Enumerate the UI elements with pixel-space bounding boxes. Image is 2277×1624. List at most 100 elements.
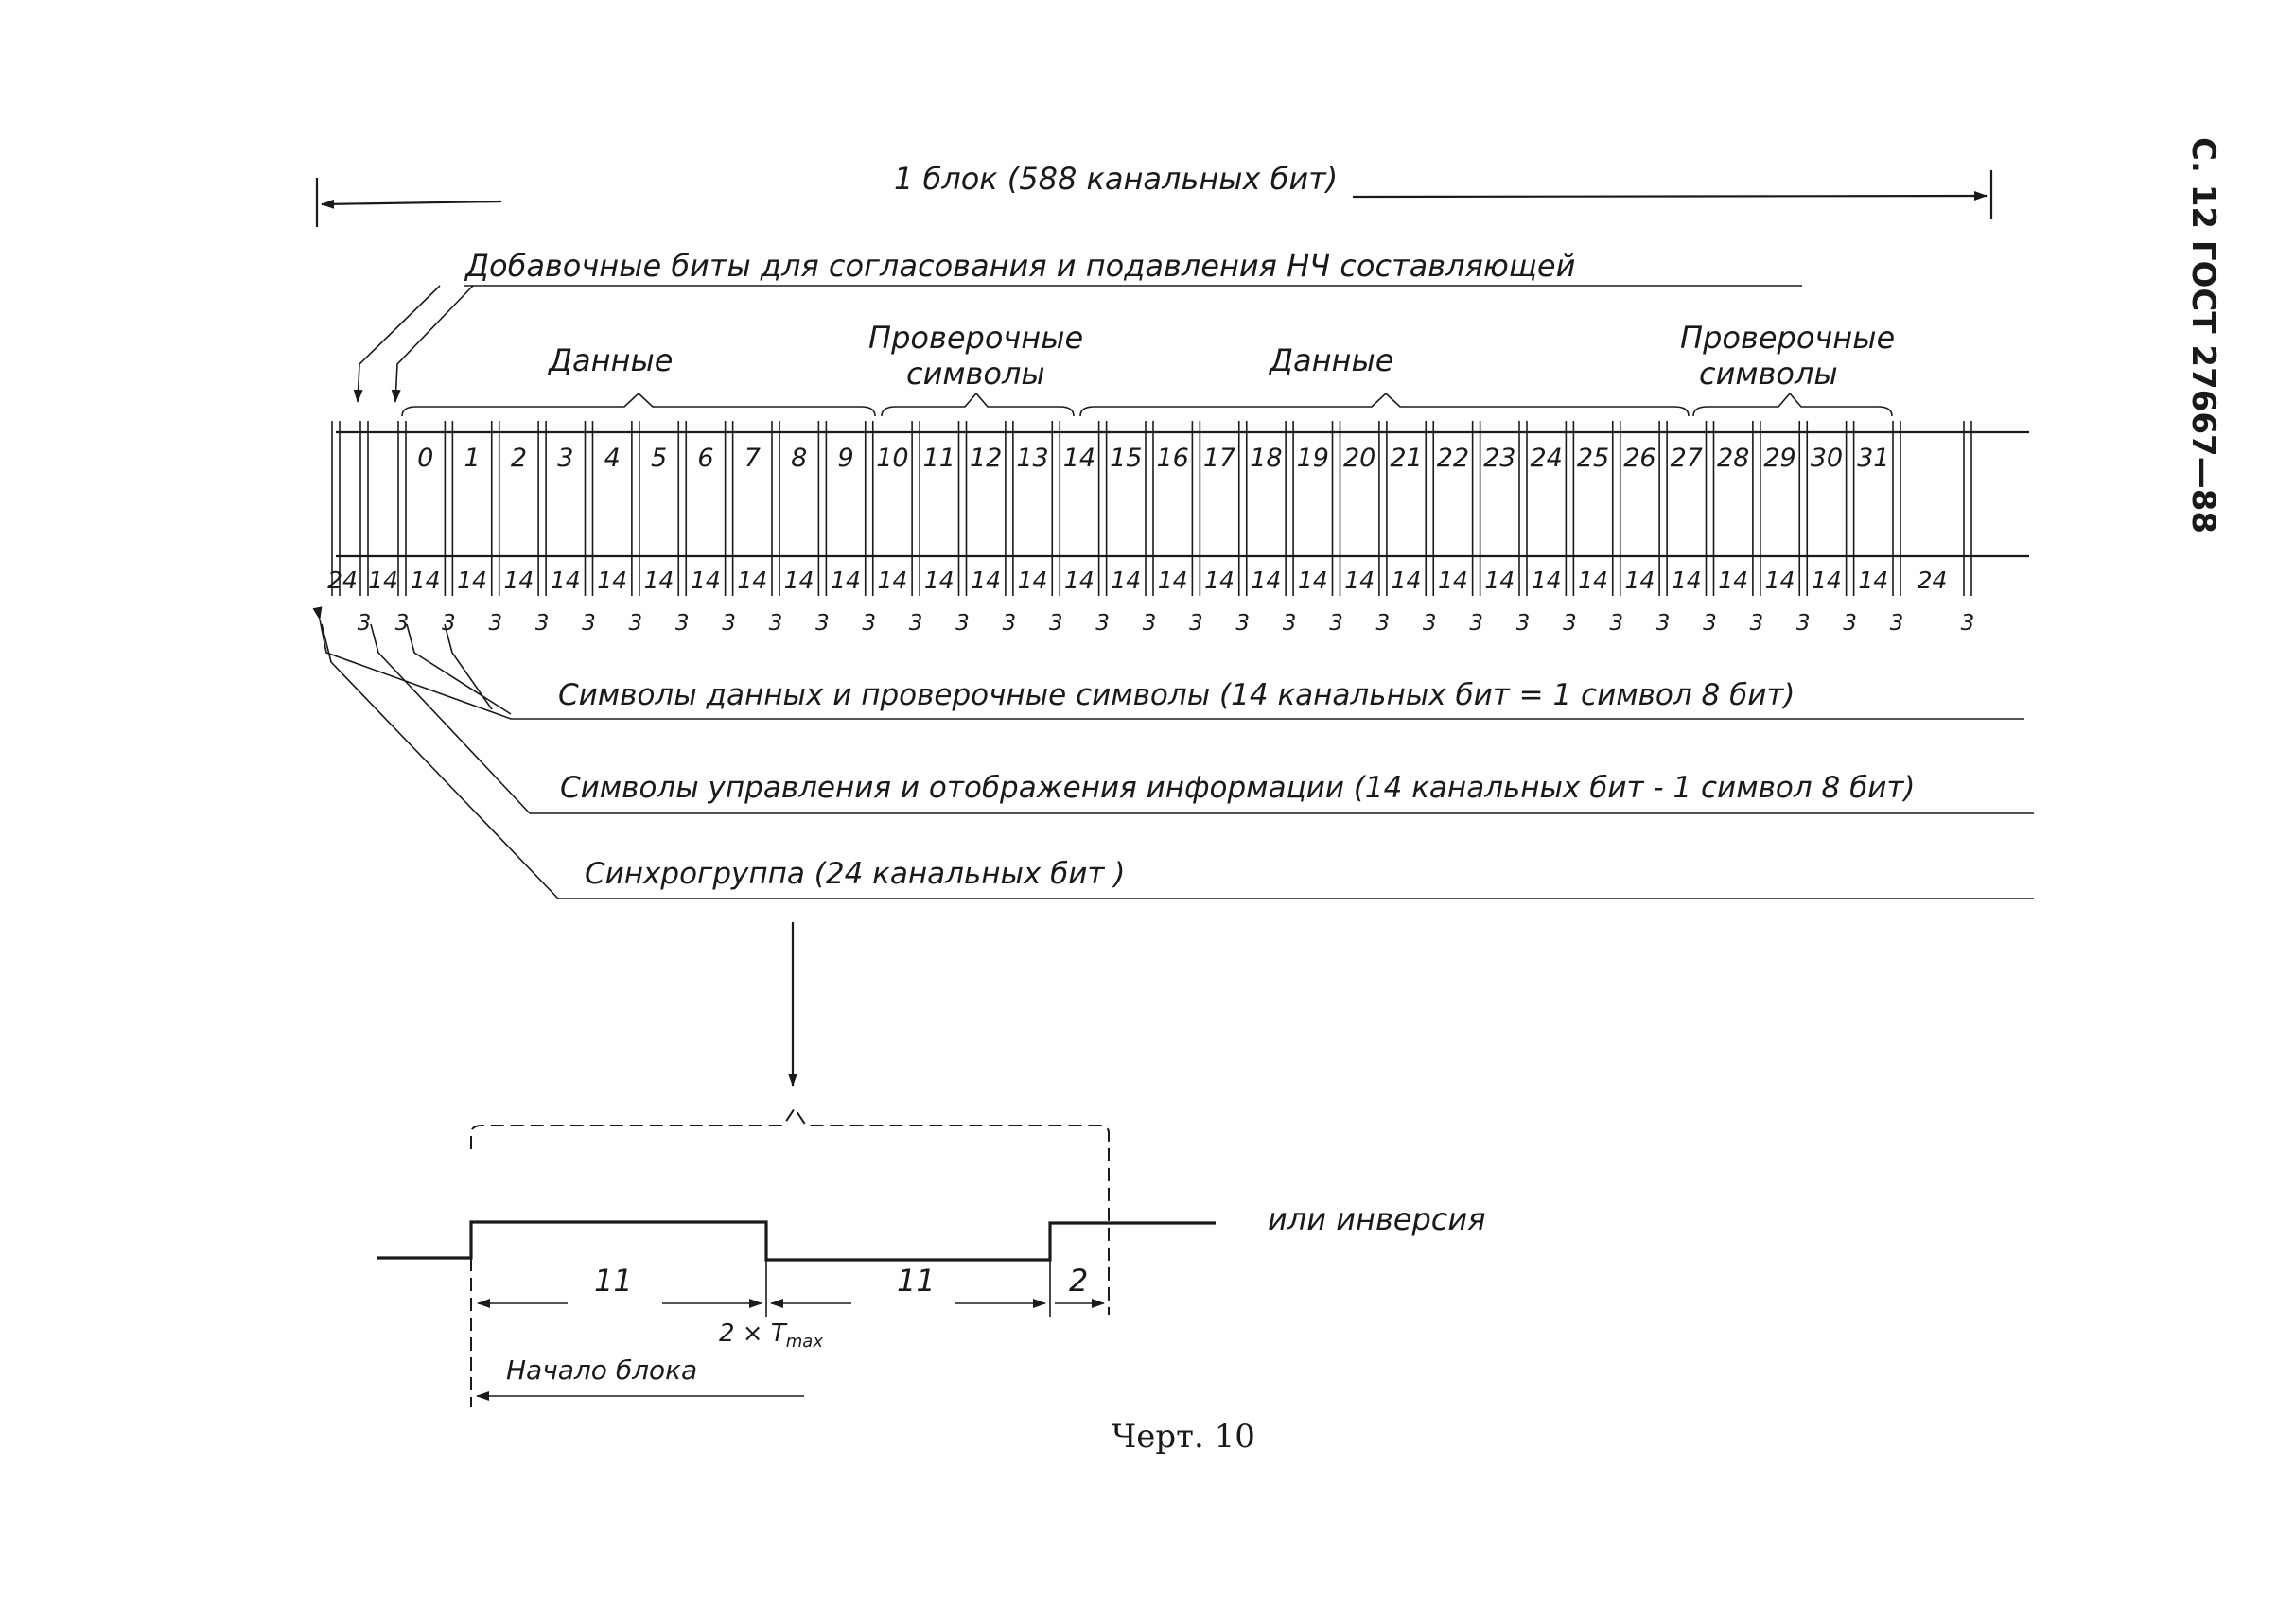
symbol-bits: 14 <box>1298 567 1328 594</box>
symbol-number: 11 <box>923 444 955 473</box>
extra-bits: 3 <box>1703 611 1717 636</box>
extra-bits-label: Добавочные биты для согласования и подав… <box>464 248 1575 284</box>
symbol-number: 18 <box>1250 444 1282 473</box>
extra-bits: 3 <box>1750 611 1764 636</box>
group-check-2-line2: символы <box>1699 356 1838 392</box>
extra-bits: 3 <box>1469 611 1483 636</box>
legend-data-symbols: Символы данных и проверочные символы (14… <box>558 678 1795 712</box>
symbol-bits: 14 <box>1532 567 1562 594</box>
symbol-bits: 14 <box>1765 567 1795 594</box>
sync-bits-trailing: 24 <box>1918 567 1948 594</box>
symbol-bits: 14 <box>597 567 627 594</box>
extra-bits: 3 <box>1961 611 1975 636</box>
symbol-number: 4 <box>604 444 621 473</box>
extra-bits: 3 <box>1843 611 1857 636</box>
waveform-t2: 11 <box>897 1263 936 1299</box>
symbol-bits: 14 <box>1858 567 1888 594</box>
symbol-bits: 14 <box>411 567 441 594</box>
symbol-number: 5 <box>651 444 667 473</box>
group-check-1-line2: символы <box>906 356 1045 392</box>
symbol-number: 3 <box>557 444 573 473</box>
extra-bits: 3 <box>442 611 456 636</box>
symbol-number: 7 <box>744 444 761 473</box>
symbol-number: 28 <box>1717 444 1749 473</box>
sync-brace <box>470 1107 1110 1315</box>
symbol-bits: 14 <box>971 567 1001 594</box>
symbol-number: 27 <box>1671 444 1703 473</box>
symbol-bits: 14 <box>1158 567 1188 594</box>
figure-caption: Черт. 10 <box>1112 1418 1255 1456</box>
symbol-number: 14 <box>1063 444 1095 473</box>
symbol-number: 15 <box>1110 444 1142 473</box>
block-dimension: 1 блок (588 канальных бит) <box>315 161 1993 227</box>
extra-bits: 3 <box>1376 611 1391 636</box>
extra-bits: 3 <box>1609 611 1623 636</box>
extra-bits: 3 <box>909 611 923 636</box>
symbol-bits: 14 <box>551 567 581 594</box>
sync-waveform: или инверсия 11 11 2 2 × Tmax Начало бло… <box>377 1201 1485 1407</box>
extra-bits: 3 <box>769 611 783 636</box>
legend-leaders: Символы данных и проверочные символы (14… <box>312 606 2034 899</box>
symbol-bits: 14 <box>644 567 674 594</box>
symbol-bits: 14 <box>831 567 861 594</box>
waveform-block-start: Начало блока <box>506 1354 697 1386</box>
symbol-bits: 14 <box>1064 567 1095 594</box>
symbol-bits: 14 <box>1578 567 1608 594</box>
legend-sync-group: Синхрогруппа (24 канальных бит ) <box>585 857 1125 891</box>
symbol-bits: 14 <box>1018 567 1048 594</box>
symbol-bits: 14 <box>1204 567 1235 594</box>
symbol-bits: 14 <box>1672 567 1702 594</box>
extra-bits: 3 <box>1796 611 1811 636</box>
block-label: 1 блок (588 канальных бит) <box>894 161 1338 197</box>
symbol-bits: 14 <box>504 567 534 594</box>
symbol-bits: 14 <box>924 567 955 594</box>
symbol-number: 24 <box>1531 444 1563 473</box>
extra-bits: 3 <box>722 611 736 636</box>
symbol-bits: 14 <box>1625 567 1655 594</box>
sync-bits: 24 <box>327 567 358 594</box>
extra-bits: 3 <box>1095 611 1110 636</box>
symbol-bits: 14 <box>1484 567 1515 594</box>
symbol-bits: 14 <box>1111 567 1141 594</box>
extra-bits: 3 <box>1656 611 1671 636</box>
extra-bits: 3 <box>1563 611 1577 636</box>
extra-bits: 3 <box>395 611 410 636</box>
group-data-1: Данные <box>547 342 673 378</box>
symbol-number: 6 <box>697 444 713 473</box>
group-check-1-line1: Проверочные <box>868 320 1083 356</box>
symbol-number: 19 <box>1297 444 1329 473</box>
symbol-number: 23 <box>1483 444 1515 473</box>
symbol-bits: 14 <box>1718 567 1748 594</box>
symbol-bits: 14 <box>1252 567 1282 594</box>
waveform-t3: 2 <box>1069 1263 1088 1299</box>
symbol-bits: 14 <box>784 567 814 594</box>
control-bits: 14 <box>368 567 398 594</box>
extra-bits: 3 <box>1423 611 1437 636</box>
extra-bits: 3 <box>1283 611 1297 636</box>
extra-bits: 3 <box>582 611 596 636</box>
symbol-number: 1 <box>464 444 480 473</box>
symbol-number: 26 <box>1623 444 1655 473</box>
group-labels: Данные Проверочные символы Данные Провер… <box>401 320 1895 417</box>
symbol-bits: 14 <box>1392 567 1422 594</box>
legend-control-symbols: Символы управления и отображения информа… <box>560 771 1916 805</box>
symbol-bits: 14 <box>691 567 721 594</box>
extra-bits: 3 <box>488 611 502 636</box>
extra-bits: 3 <box>1003 611 1017 636</box>
symbol-number: 8 <box>791 444 807 473</box>
extra-bits: 3 <box>955 611 970 636</box>
symbol-bits: 14 <box>1438 567 1468 594</box>
symbol-number: 10 <box>876 444 908 473</box>
symbol-number: 30 <box>1811 444 1843 473</box>
symbol-bits: 14 <box>457 567 487 594</box>
channel-bit-counts: 24 14 14 14 14 14 14 14 14 14 14 14 14 14 14 14 14 14 14 14… <box>327 567 1947 594</box>
extra-bits: 3 <box>1049 611 1063 636</box>
extra-bits: 3 <box>862 611 876 636</box>
extra-bits: 3 <box>358 611 372 636</box>
symbol-number: 17 <box>1203 444 1235 473</box>
field-separators <box>331 421 1972 596</box>
group-data-2: Данные <box>1268 342 1393 378</box>
